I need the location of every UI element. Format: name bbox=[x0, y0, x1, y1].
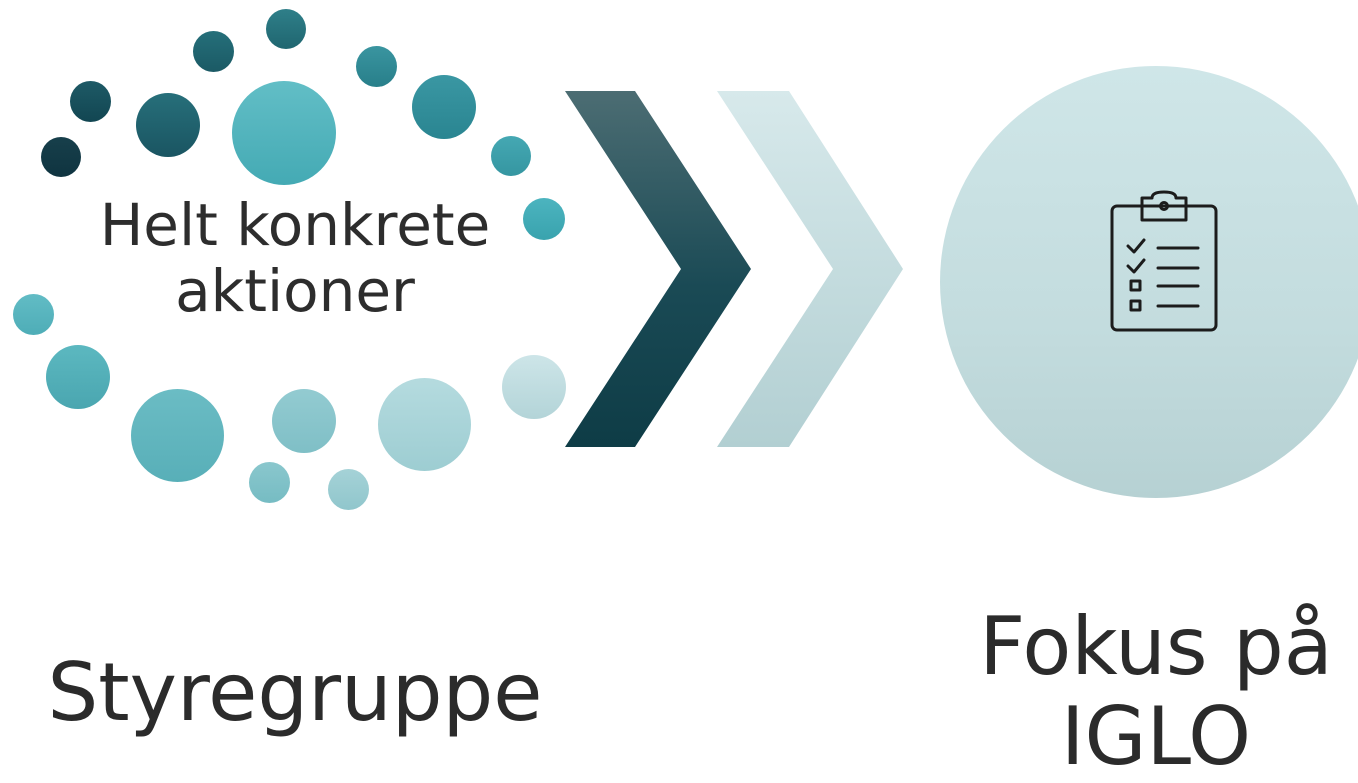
label-line-1: Helt konkrete bbox=[99, 191, 491, 259]
caption-fokus-line-2: IGLO bbox=[1060, 690, 1252, 783]
cycle-dot bbox=[46, 345, 110, 409]
caption-styregruppe: Styregruppe bbox=[47, 646, 543, 739]
chevron-dark bbox=[565, 91, 751, 447]
cycle-dot bbox=[136, 93, 200, 157]
caption-fokus: Fokus på IGLO bbox=[940, 602, 1358, 782]
cycle-dot bbox=[502, 355, 566, 419]
caption-fokus-line-1: Fokus på bbox=[979, 600, 1333, 693]
cycle-dot bbox=[491, 136, 531, 176]
cycle-dot bbox=[13, 294, 54, 335]
cycle-dot bbox=[131, 389, 224, 482]
focus-circle bbox=[940, 66, 1358, 498]
cycle-dot bbox=[328, 469, 369, 510]
label-line-2: aktioner bbox=[175, 257, 415, 325]
cycle-dot bbox=[356, 46, 397, 87]
cycle-center-label: Helt konkrete aktioner bbox=[60, 192, 530, 324]
cycle-dot bbox=[193, 31, 234, 72]
clipboard-checklist-icon bbox=[1110, 190, 1218, 332]
cycle-dot bbox=[378, 378, 471, 471]
cycle-dot bbox=[232, 81, 336, 185]
cycle-dot bbox=[272, 389, 336, 453]
cycle-dot bbox=[266, 9, 306, 49]
cycle-dot bbox=[41, 137, 81, 177]
chevron-light bbox=[717, 91, 903, 447]
cycle-dot bbox=[249, 462, 290, 503]
cycle-dot bbox=[70, 81, 111, 122]
cycle-dot bbox=[412, 75, 476, 139]
cycle-dot bbox=[523, 198, 565, 240]
